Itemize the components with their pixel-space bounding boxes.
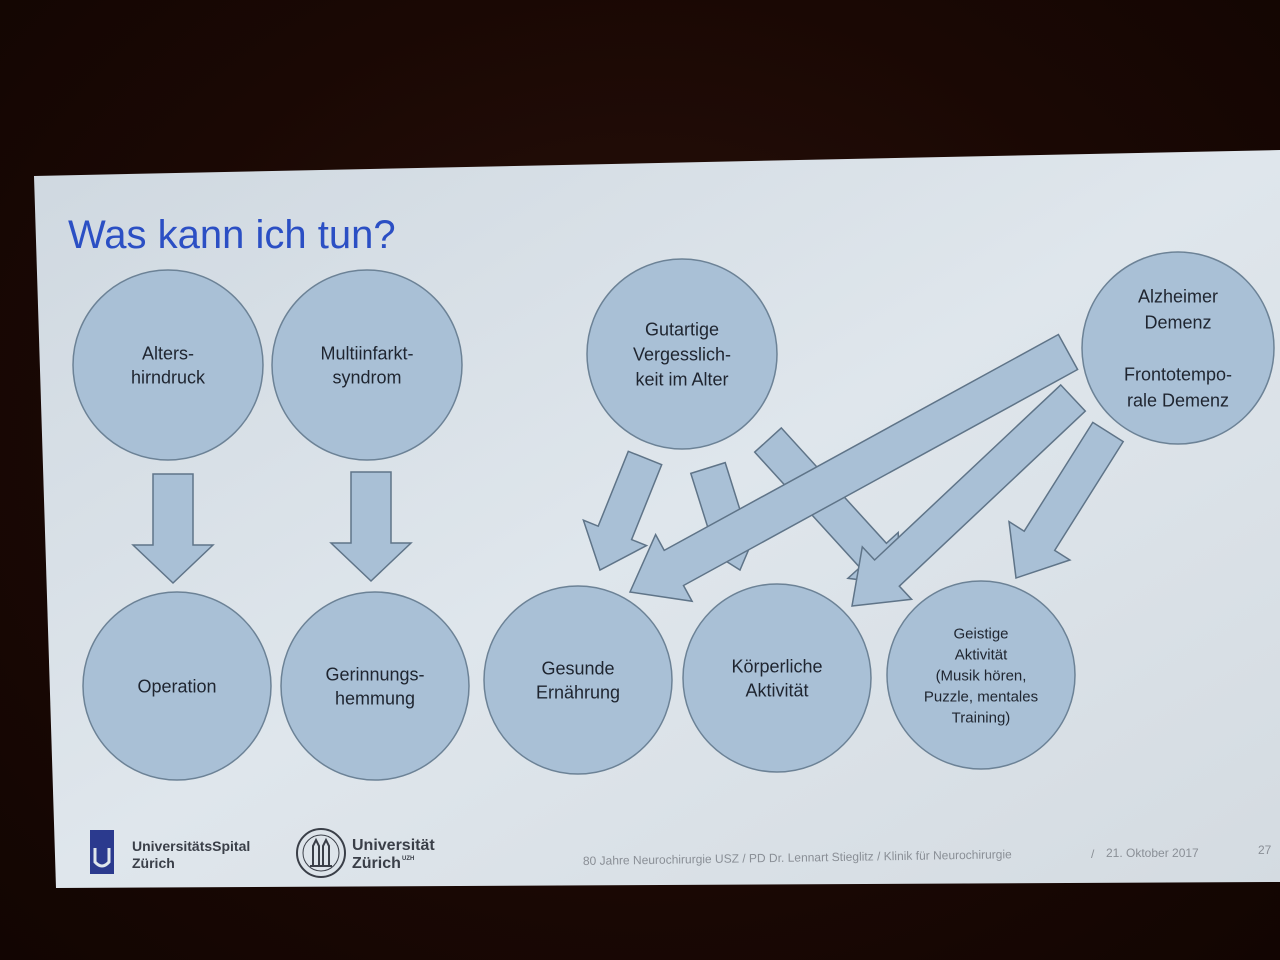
arrow-gutartige-vergesslichkeit-to-gesunde-ernaehrung	[582, 450, 663, 572]
arrow-altershirndruck-to-operation	[131, 473, 215, 585]
footer: UniversitätsSpital Zürich Universität Zü…	[90, 828, 1272, 878]
uzh-seal-inner-ring	[302, 834, 340, 872]
usz-logo-line2: Zürich	[132, 855, 175, 871]
uzh-logo: Universität Zürich UZH	[296, 828, 435, 878]
slide-surface	[34, 150, 1280, 888]
node-operation: Operation	[82, 591, 272, 781]
uzh-logo-superscript: UZH	[402, 856, 414, 862]
node-label-line: Aktivität	[745, 680, 808, 700]
uzh-logo-line1: Universität	[352, 837, 435, 854]
node-circle-geistige-aktivitaet	[886, 580, 1076, 770]
uzh-logo-line2: Zürich	[352, 855, 401, 872]
node-label-line: Alzheimer	[1138, 286, 1218, 306]
node-label-line: Demenz	[1144, 312, 1211, 332]
footer-separator: /	[1091, 847, 1095, 861]
node-label-line: syndrom	[332, 367, 401, 387]
arrow-alzheimer-demenz-to-gesunde-ernaehrung	[628, 333, 1079, 603]
node-circle-alzheimer-demenz	[1081, 251, 1275, 445]
node-label-line: Gerinnungs-	[325, 664, 424, 684]
uzh-seal-towers-icon	[310, 837, 332, 867]
node-label-line: Aktivität	[955, 646, 1008, 663]
arrow-multiinfarktsyndrom-to-gerinnungshemmung	[329, 471, 413, 583]
node-label-line: hemmung	[335, 688, 415, 708]
node-label-line: Operation	[137, 676, 216, 696]
node-label-line: Frontotempo-	[1124, 364, 1232, 384]
usz-logo-u-shape	[93, 848, 111, 868]
node-label-line: (Musik hören,	[936, 667, 1027, 684]
node-label-line: Training)	[952, 709, 1011, 726]
usz-logo-line1: UniversitätsSpital	[132, 838, 250, 854]
arrow-alzheimer-demenz-to-geistige-aktivitaet	[1008, 421, 1125, 580]
usz-logo: UniversitätsSpital Zürich	[90, 830, 250, 874]
node-label-line: Körperliche	[731, 656, 822, 676]
slide-title: Was kann ich tun?	[68, 213, 396, 257]
arrows-layer	[131, 333, 1125, 607]
node-label-line: Multiinfarkt-	[320, 343, 413, 363]
node-label-line: Gutartige	[645, 319, 719, 339]
node-label-line: rale Demenz	[1127, 390, 1229, 410]
node-altershirndruck: Alters-hirndruck	[72, 269, 264, 461]
node-label-line: Ernährung	[536, 682, 620, 702]
footer-date: 21. Oktober 2017	[1106, 846, 1199, 860]
node-label-line: hirndruck	[131, 367, 206, 387]
node-circle-gerinnungshemmung	[280, 591, 470, 781]
uzh-seal-icon	[296, 828, 346, 878]
node-label-line: Geistige	[953, 625, 1008, 642]
node-label-line: keit im Alter	[635, 369, 728, 389]
node-circle-gutartige-vergesslichkeit	[586, 258, 778, 450]
node-circle-multiinfarktsyndrom	[271, 269, 463, 461]
footer-page-number: 27	[1258, 843, 1272, 857]
node-label-line: Gesunde	[541, 658, 614, 678]
node-circle-altershirndruck	[72, 269, 264, 461]
node-circle-operation	[82, 591, 272, 781]
footer-caption: 80 Jahre Neurochirurgie USZ / PD Dr. Len…	[583, 847, 1012, 868]
node-label-line: Alters-	[142, 343, 194, 363]
node-label-line: Vergesslich-	[633, 344, 731, 364]
arrow-alzheimer-demenz-to-koerperliche-aktivitaet	[851, 383, 1087, 607]
node-gerinnungshemmung: Gerinnungs-hemmung	[280, 591, 470, 781]
nodes-layer: Alters-hirndruckMultiinfarkt-syndromGuta…	[72, 251, 1275, 781]
node-label-line: Puzzle, mentales	[924, 688, 1038, 705]
node-multiinfarktsyndrom: Multiinfarkt-syndrom	[271, 269, 463, 461]
node-circle-gesunde-ernaehrung	[483, 585, 673, 775]
node-circle-koerperliche-aktivitaet	[682, 583, 872, 773]
